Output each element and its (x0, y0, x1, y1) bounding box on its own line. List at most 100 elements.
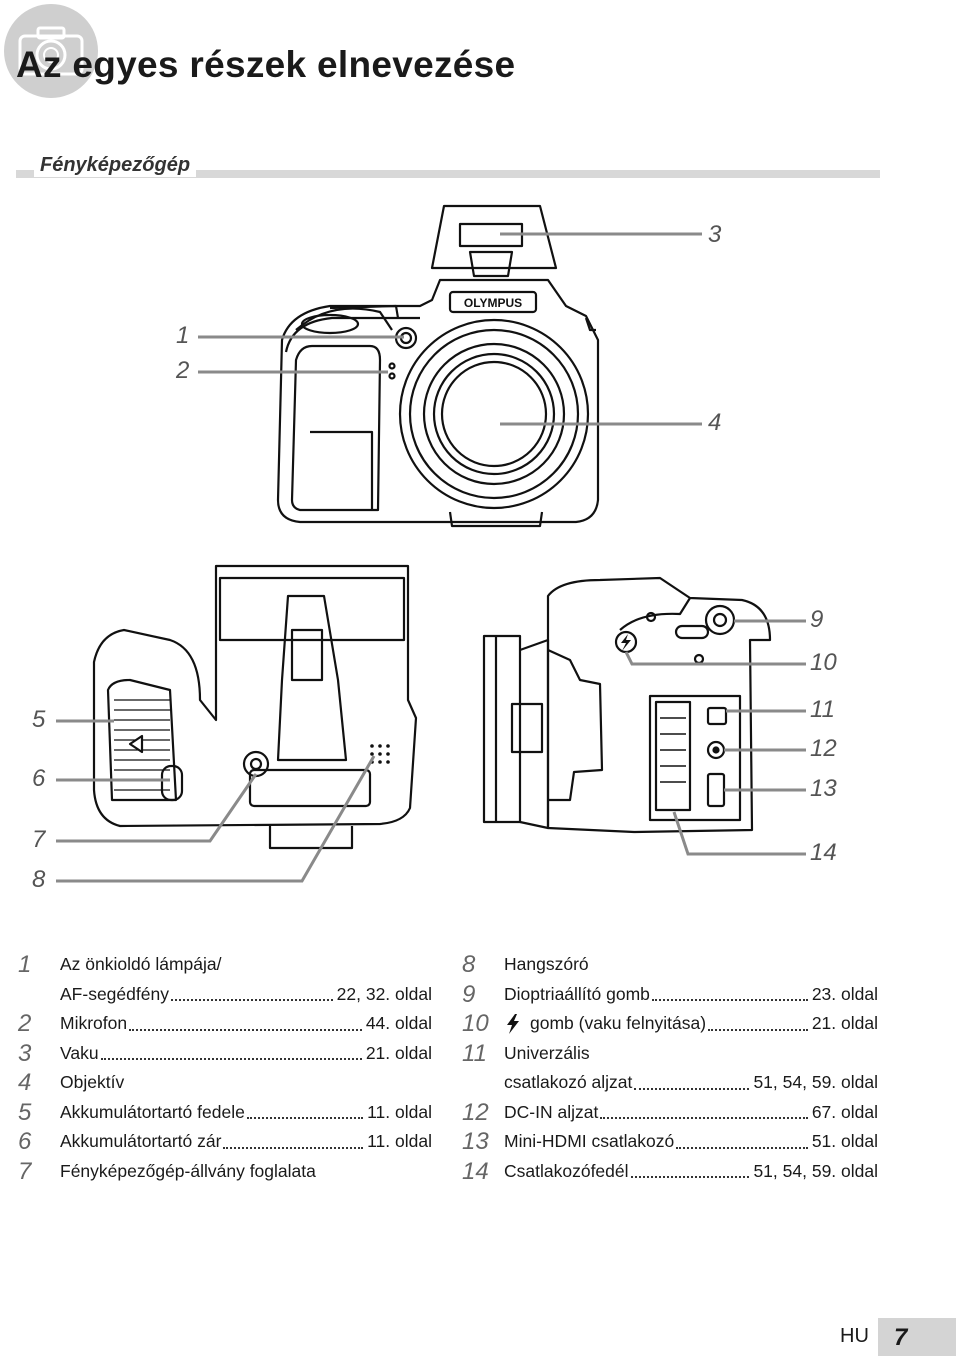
part-label: Vaku (60, 1042, 99, 1063)
camera-side-view (482, 576, 772, 834)
callout-7: 7 (32, 826, 46, 853)
parts-right-item: 12 DC-IN aljzat 67. oldal (462, 1097, 878, 1127)
part-label: gomb (vaku felnyitása) (530, 1013, 707, 1033)
part-label: AF-segédfény (60, 983, 169, 1004)
dot-leader (676, 1146, 808, 1149)
part-number: 6 (18, 1128, 32, 1155)
part-label: Objektív (60, 1072, 125, 1092)
callout-2: 2 (176, 357, 190, 384)
parts-right-item: csatlakozó aljzat 51, 54, 59. oldal (462, 1068, 878, 1098)
part-number: 9 (462, 980, 476, 1008)
flash-icon (507, 1014, 519, 1034)
part-number: 14 (462, 1157, 489, 1185)
dot-leader (708, 1028, 808, 1031)
page-number-box (878, 1318, 956, 1356)
callout-14: 14 (810, 839, 837, 866)
callout-1: 1 (176, 322, 190, 349)
dot-leader (630, 1176, 750, 1178)
part-number: 5 (18, 1098, 32, 1126)
parts-left-item: 2 Mikrofon 44. oldal (18, 1009, 432, 1039)
callout-12: 12 (810, 735, 837, 762)
part-number: 13 (462, 1128, 489, 1155)
parts-right-item: 13 Mini-HDMI csatlakozó 51. oldal (462, 1127, 878, 1157)
parts-right-item: 10 gomb (vaku felnyitása) 21. oldal (462, 1009, 878, 1039)
part-label: DC-IN aljzat (504, 1101, 599, 1122)
parts-left-item: AF-segédfény 22, 32. oldal (18, 979, 432, 1009)
parts-right-item: 8 Hangszóró (462, 950, 878, 980)
part-number: 8 (462, 951, 476, 978)
page-title: Az egyes részek elnevezése (16, 44, 516, 85)
callout-8: 8 (32, 866, 46, 893)
callout-10: 10 (810, 649, 837, 676)
callout-9: 9 (810, 606, 824, 633)
part-number: 12 (462, 1098, 489, 1126)
part-number: 1 (18, 951, 32, 978)
page-number: 7 (894, 1324, 908, 1351)
parts-left-item: 7 Fényképezőgép-állvány foglalata (18, 1157, 432, 1187)
dot-leader (129, 1028, 362, 1031)
parts-right-item: 14 Csatlakozófedél 51, 54, 59. oldal (462, 1156, 878, 1186)
part-page-ref: 51. oldal (809, 1127, 878, 1157)
part-label: Akkumulátortartó zár (60, 1131, 222, 1151)
part-number: 11 (462, 1039, 487, 1067)
part-number: 7 (18, 1157, 32, 1185)
language-code: HU (840, 1325, 869, 1347)
callout-13: 13 (810, 775, 837, 802)
flash-button-icon (621, 634, 631, 651)
camera-diagram: OLYMPUS (56, 204, 806, 883)
dot-leader (651, 999, 808, 1001)
camera-bottom-view (92, 564, 418, 850)
brand-logo: OLYMPUS (464, 296, 522, 310)
callout-6: 6 (32, 765, 46, 792)
part-number: 2 (18, 1010, 32, 1037)
part-label: Dioptriaállító gomb (504, 983, 650, 1004)
leader-line-8 (56, 755, 376, 883)
callout-11: 11 (810, 696, 835, 723)
part-label: Az önkioldó lámpája/ (60, 954, 222, 974)
dot-leader (100, 1058, 362, 1060)
callout-5: 5 (32, 706, 46, 733)
part-label: Mini-HDMI csatlakozó (504, 1131, 675, 1151)
section-title: Fényképezőgép (34, 154, 197, 177)
part-label: Csatlakozófedél (504, 1160, 629, 1181)
parts-left-item: 5 Akkumulátortartó fedele 11. oldal (18, 1097, 432, 1127)
leader-line-7 (56, 773, 258, 843)
parts-left-item: 6 Akkumulátortartó zár 11. oldal (18, 1127, 432, 1157)
parts-left-item: 3 Vaku 21. oldal (18, 1038, 432, 1068)
camera-front-view (276, 204, 600, 528)
part-label: Akkumulátortartó fedele (60, 1101, 245, 1122)
part-page-ref: 51, 54, 59. oldal (751, 1156, 878, 1186)
part-label: Mikrofon (60, 1013, 128, 1033)
part-label: Hangszóró (504, 954, 589, 974)
dot-leader (600, 1117, 808, 1119)
part-page-ref: 51, 54, 59. oldal (751, 1068, 878, 1098)
parts-right-item: 9 Dioptriaállító gomb 23. oldal (462, 979, 878, 1009)
parts-left-item: 1 Az önkioldó lámpája/ (18, 950, 432, 980)
part-page-ref: 67. oldal (809, 1097, 878, 1127)
parts-list-left: 1 Az önkioldó lámpája/AF-segédfény 22, 32.… (18, 950, 432, 1186)
dot-leader (246, 1117, 364, 1119)
part-page-ref: 21. oldal (363, 1038, 432, 1068)
part-number: 10 (462, 1010, 489, 1037)
dot-leader (634, 1087, 750, 1090)
part-page-ref: 44. oldal (363, 1009, 432, 1039)
part-label: Fényképezőgép-állvány foglalata (60, 1160, 316, 1181)
callout-4: 4 (708, 409, 722, 436)
callout-3: 3 (708, 221, 722, 248)
part-number: 4 (18, 1069, 32, 1096)
part-page-ref: 21. oldal (809, 1009, 878, 1039)
leader-line-14 (672, 811, 806, 856)
dot-leader (223, 1146, 364, 1149)
camera-icon (4, 4, 98, 98)
part-number: 3 (18, 1039, 32, 1067)
part-page-ref: 23. oldal (809, 979, 878, 1009)
part-page-ref: 11. oldal (365, 1097, 432, 1127)
parts-left-item: 4 Objektív (18, 1068, 432, 1098)
leader-line-10 (624, 651, 806, 666)
part-page-ref: 22, 32. oldal (334, 979, 432, 1009)
part-label: csatlakozó aljzat (504, 1072, 633, 1092)
dot-leader (170, 999, 333, 1001)
part-page-ref: 11. oldal (365, 1127, 432, 1157)
